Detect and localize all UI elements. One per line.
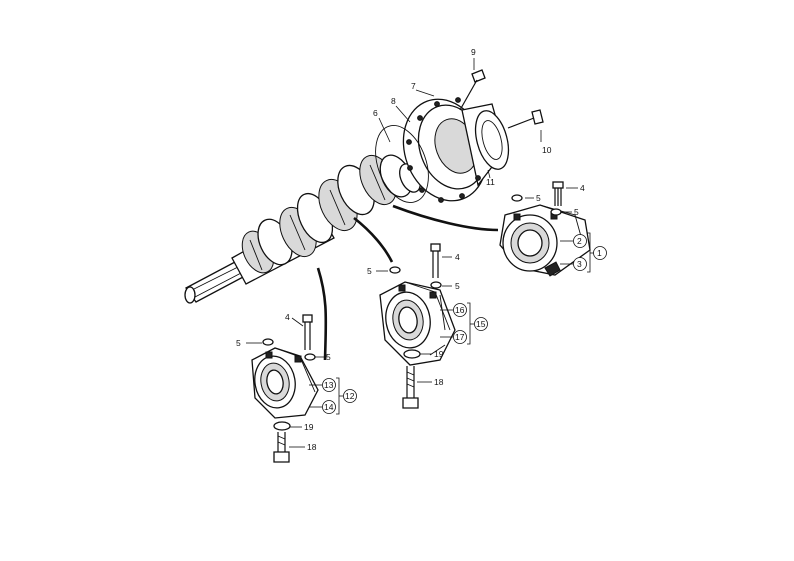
- callout-5-left-b: 5: [326, 352, 331, 362]
- assembly-guide-curves: [316, 204, 499, 361]
- callout-labels: 9 7 8 6 10 11 5 4 5 1 2 3 4 5 5 15 16 17…: [236, 47, 602, 452]
- callout-16: 16: [455, 305, 465, 315]
- bearing-bolt-middle: [402, 366, 419, 409]
- callout-4-middle: 4: [455, 252, 460, 262]
- bearing-housing: [402, 97, 510, 203]
- washer-left-a: [262, 338, 274, 346]
- callout-10: 10: [542, 145, 552, 155]
- main-bearing-15: [379, 281, 456, 366]
- callout-14: 14: [324, 402, 334, 412]
- side-bolt: [507, 109, 544, 129]
- callout-2: 2: [577, 236, 582, 246]
- callout-18-middle: 18: [434, 377, 444, 387]
- washer-middle-b: [430, 281, 442, 289]
- washer-top-right-b: [550, 208, 562, 216]
- callout-8: 8: [391, 96, 396, 106]
- bearing-stud-top-right: [552, 181, 564, 206]
- callout-6: 6: [373, 108, 378, 118]
- bearing-stud-left: [302, 314, 313, 350]
- callout-19-left: 19: [304, 422, 314, 432]
- washer-bottom-left: [273, 421, 291, 431]
- housing-bolt: [459, 69, 486, 111]
- bearing-bolt-left: [273, 432, 290, 463]
- callout-7: 7: [411, 81, 416, 91]
- callout-13: 13: [324, 380, 334, 390]
- washer-left-b: [304, 353, 316, 361]
- callout-4-top-right: 4: [580, 183, 585, 193]
- gasket: [375, 125, 429, 203]
- callout-3: 3: [577, 259, 582, 269]
- callout-4-left: 4: [285, 312, 290, 322]
- washer-top-right-a: [511, 194, 523, 202]
- callout-19-middle: 19: [434, 349, 444, 359]
- callout-5-top-right-b: 5: [574, 207, 579, 217]
- washer-bottom-middle: [403, 349, 421, 359]
- bearing-stud-middle: [430, 243, 441, 278]
- crankshaft: [184, 154, 421, 304]
- callout-5-middle-a: 5: [367, 266, 372, 276]
- main-bearing-1: [499, 204, 591, 277]
- callout-circles: [322, 234, 607, 414]
- housing-bolt-holes: [406, 97, 481, 203]
- callout-15: 15: [476, 319, 486, 329]
- callout-9: 9: [471, 47, 476, 57]
- leader-lines: [246, 58, 578, 448]
- washer-middle-a: [389, 266, 401, 274]
- callout-5-top-right-a: 5: [536, 193, 541, 203]
- callout-11: 11: [486, 177, 495, 187]
- main-bearing-12: [251, 347, 319, 419]
- callout-5-left-a: 5: [236, 338, 241, 348]
- callout-5-middle-b: 5: [455, 281, 460, 291]
- callout-17: 17: [455, 332, 465, 342]
- callout-1: 1: [597, 248, 602, 258]
- callout-18-left: 18: [307, 442, 317, 452]
- callout-12: 12: [345, 391, 355, 401]
